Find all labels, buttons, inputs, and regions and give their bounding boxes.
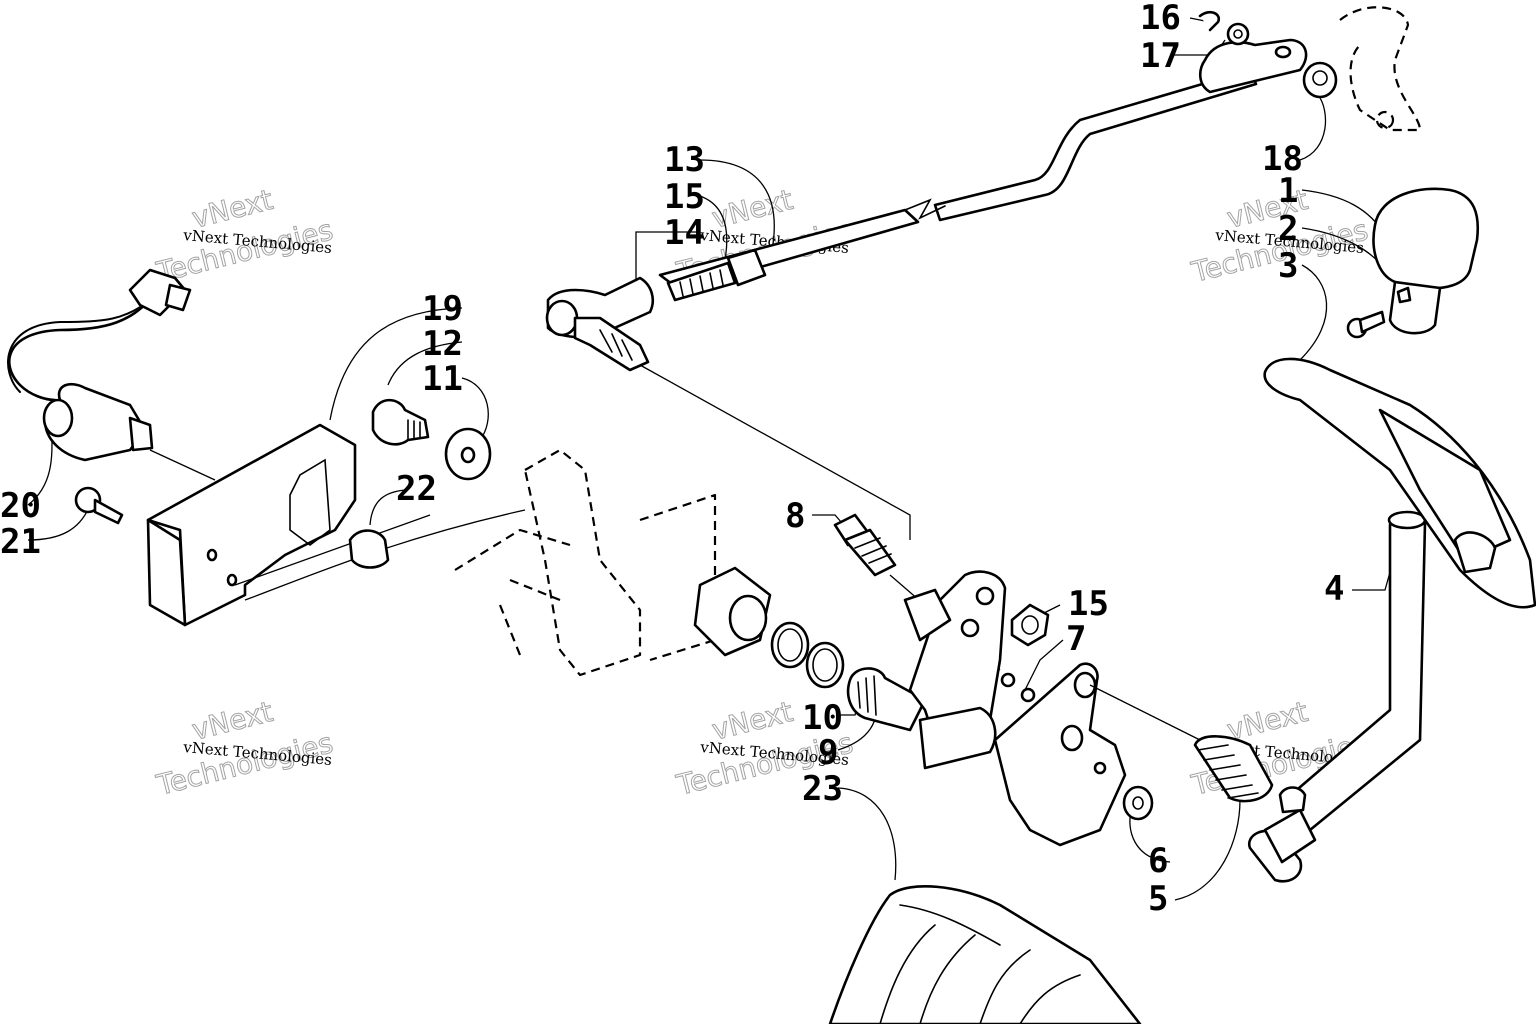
rod-adjuster	[666, 248, 767, 302]
nut-15	[1010, 603, 1050, 647]
nut-22	[348, 529, 390, 569]
callout-13: 13	[664, 140, 705, 180]
cover-23	[828, 885, 1142, 1024]
washer-6	[1122, 785, 1154, 821]
callout-22: 22	[396, 469, 437, 509]
washer-11	[444, 427, 492, 481]
callout-9: 9	[818, 733, 838, 773]
callout-4: 4	[1324, 569, 1344, 609]
pivot-boss	[693, 566, 927, 732]
callout-23: 23	[802, 769, 843, 809]
callout-18: 18	[1262, 139, 1303, 179]
callout-20: 20	[0, 486, 41, 526]
callout-2: 2	[1278, 209, 1298, 249]
callout-15b: 15	[1068, 584, 1109, 624]
callout-17: 17	[1140, 36, 1181, 76]
bolt-12	[371, 398, 430, 446]
screw-21	[74, 486, 124, 525]
callout-15a: 15	[664, 177, 705, 217]
callout-8: 8	[785, 496, 805, 536]
callout-16: 16	[1140, 0, 1181, 38]
rod-end-plate	[1198, 10, 1308, 94]
callout-10: 10	[802, 698, 843, 738]
pedal-lever-4	[1247, 510, 1427, 883]
watermark-top-left: vNext Technologies vNext Technologies	[152, 182, 336, 289]
knob-1	[1372, 187, 1479, 335]
ball-joint	[545, 276, 911, 540]
callout-1: 1	[1278, 171, 1298, 211]
callout-11: 11	[422, 359, 463, 399]
pedal-pad	[1263, 357, 1536, 609]
screw-2	[1346, 310, 1386, 339]
callout-labels: 16 17 18 1 2 3 4 5 6 7 15 8 13 15 14 19 …	[0, 0, 1344, 919]
pedal-bracket	[903, 570, 1201, 847]
bushing-18	[1302, 61, 1338, 99]
callout-7: 7	[1066, 619, 1086, 659]
callout-3: 3	[1278, 246, 1298, 286]
callout-19: 19	[422, 289, 463, 329]
watermark-bottom-left: vNext Technologies vNext Technologies	[152, 694, 336, 802]
chassis-frame-phantom	[454, 6, 1422, 677]
spring-5	[1193, 735, 1274, 803]
brake-switch	[7, 268, 216, 481]
callout-14: 14	[664, 213, 705, 253]
callout-5: 5	[1148, 879, 1168, 919]
callout-21: 21	[0, 522, 41, 562]
callout-12: 12	[422, 324, 463, 364]
callout-6: 6	[1148, 841, 1168, 881]
switch-bracket	[146, 423, 526, 627]
